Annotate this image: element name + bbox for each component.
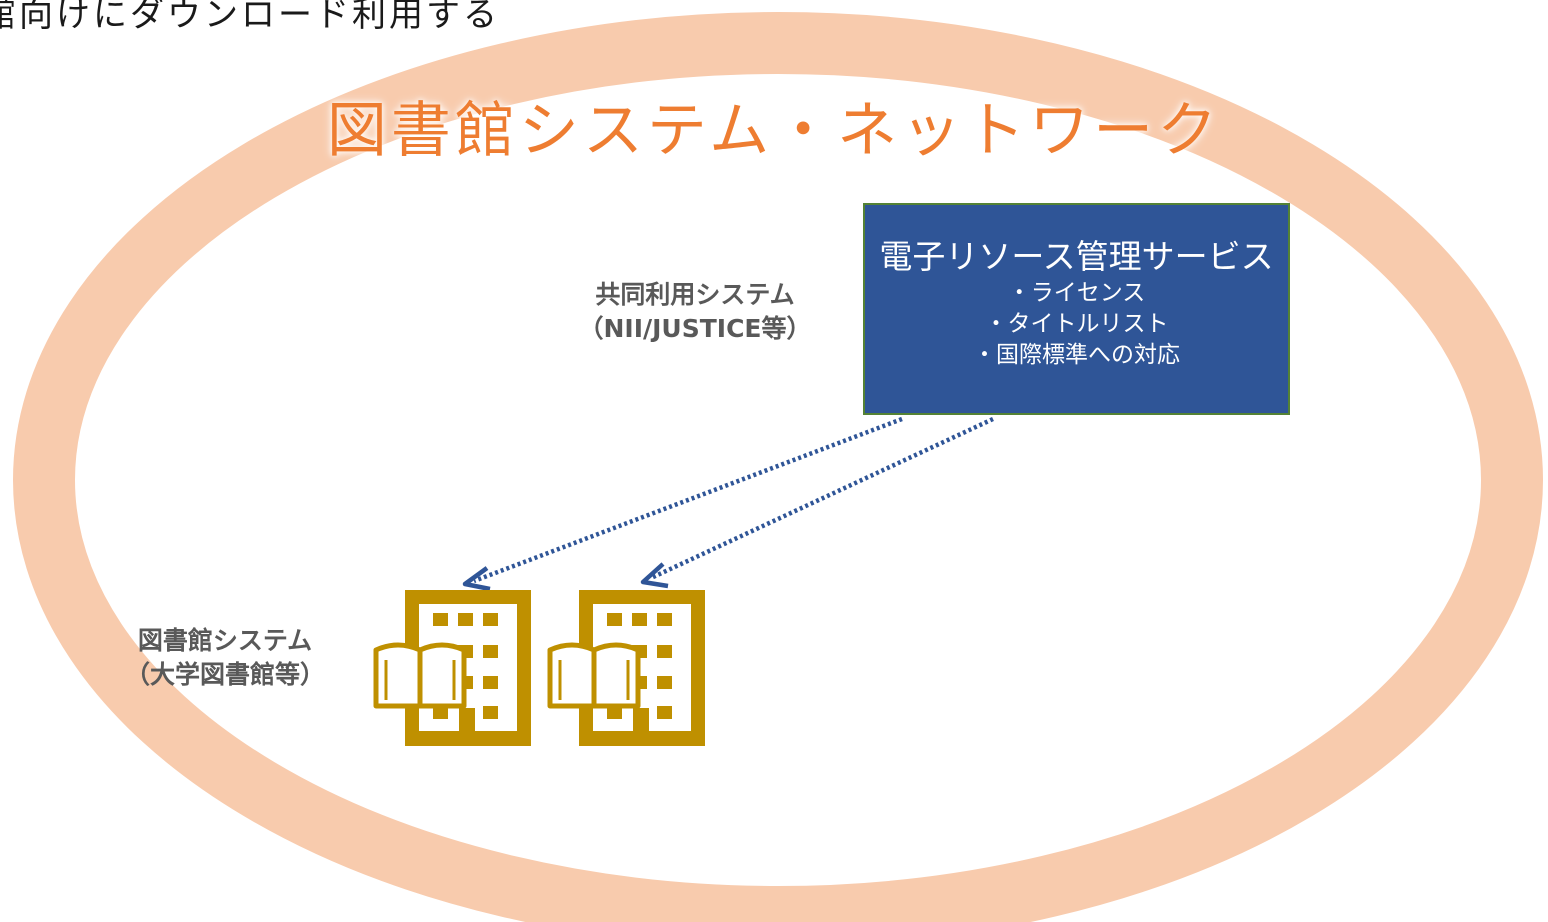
service-item-license: ・ライセンス [1007, 280, 1146, 306]
library-system-label: 図書館システム （大学図書館等） [100, 624, 350, 692]
eresource-service-box: 電子リソース管理サービス ・ライセンス ・タイトルリスト ・国際標準への対応 [863, 203, 1290, 415]
network-ring [13, 12, 1543, 922]
shared-system-label: 共同利用システム （NII/JUSTICE等） [560, 278, 830, 346]
arrowhead-library-2 [640, 562, 669, 589]
library-building-icon [547, 590, 705, 746]
arrowhead-library-1 [462, 566, 491, 592]
library-system-line1: 図書館システム [137, 626, 313, 655]
shared-system-line2: （NII/JUSTICE等） [578, 314, 812, 343]
arrow-to-library-2 [650, 416, 994, 581]
shared-system-line1: 共同利用システム [595, 280, 795, 309]
page-heading: 館向けにダウンロード利用する [0, 0, 500, 35]
library-system-line2: （大学図書館等） [124, 660, 325, 689]
library-building-icon [373, 590, 531, 746]
service-item-title-list: ・タイトルリスト [984, 311, 1169, 337]
service-item-standards: ・国際標準への対応 [973, 342, 1180, 368]
network-title: 図書館システム・ネットワーク [326, 96, 1222, 166]
distribution-arrows [462, 416, 994, 592]
service-title: 電子リソース管理サービス [879, 237, 1274, 276]
arrow-to-library-1 [473, 416, 903, 584]
